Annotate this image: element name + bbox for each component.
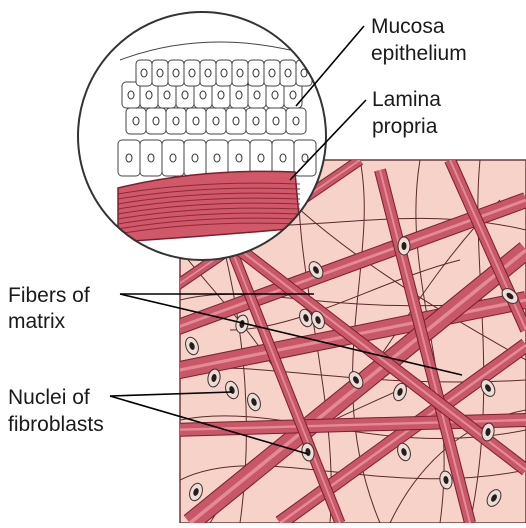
epithelial-nucleus (126, 154, 132, 162)
nuclei-label-line2: fibroblasts (8, 413, 104, 436)
epithelial-nucleus (189, 69, 195, 77)
epithelial-nucleus (192, 154, 198, 162)
lamina-label-line1: Lamina (372, 88, 441, 111)
mucosa-label-line2: epithelium (371, 42, 467, 65)
epithelial-nucleus (237, 69, 243, 77)
epithelial-nucleus (182, 91, 188, 99)
epithelial-nucleus (258, 154, 264, 162)
epithelial-nucleus (236, 91, 242, 99)
nuclei-label-line1: Nuclei of (8, 386, 90, 409)
fibers-label-line2: matrix (8, 310, 66, 333)
epithelial-nucleus (128, 91, 134, 99)
epithelial-nucleus (290, 91, 296, 99)
epithelial-nucleus (218, 91, 224, 99)
epithelial-nucleus (157, 69, 163, 77)
lamina-label-line2: propria (372, 115, 438, 138)
epithelial-nucleus (153, 117, 159, 125)
epithelial-nucleus (253, 69, 259, 77)
epithelial-nucleus (269, 69, 275, 77)
epithelial-nucleus (221, 69, 227, 77)
epithelial-nucleus (233, 117, 239, 125)
epithelial-nucleus (253, 117, 259, 125)
epithelial-nucleus (213, 117, 219, 125)
nucleus-center (402, 242, 407, 250)
mucosa-leader-line (296, 26, 364, 106)
epithelial-nucleus (170, 154, 176, 162)
epithelial-nucleus (141, 69, 147, 77)
epithelial-nucleus (164, 91, 170, 99)
epithelial-nucleus (273, 117, 279, 125)
magnified-mucosa (78, 12, 326, 260)
epithelial-nucleus (173, 69, 179, 77)
epithelial-nucleus (193, 117, 199, 125)
epithelial-nucleus (280, 154, 286, 162)
epithelial-nucleus (293, 117, 299, 125)
epithelial-nucleus (272, 91, 278, 99)
fibers-label-line1: Fibers of (8, 284, 90, 307)
mucosa-label-line1: Mucosa (371, 15, 445, 38)
epithelial-nucleus (205, 69, 211, 77)
epithelial-nucleus (236, 154, 242, 162)
epithelial-nucleus (302, 154, 308, 162)
epithelial-nucleus (148, 154, 154, 162)
epithelial-nucleus (285, 69, 291, 77)
epithelial-nucleus (200, 91, 206, 99)
epithelial-nucleus (173, 117, 179, 125)
epithelial-nucleus (133, 117, 139, 125)
epithelial-nucleus (214, 154, 220, 162)
epithelial-nucleus (146, 91, 152, 99)
epithelial-nucleus (254, 91, 260, 99)
